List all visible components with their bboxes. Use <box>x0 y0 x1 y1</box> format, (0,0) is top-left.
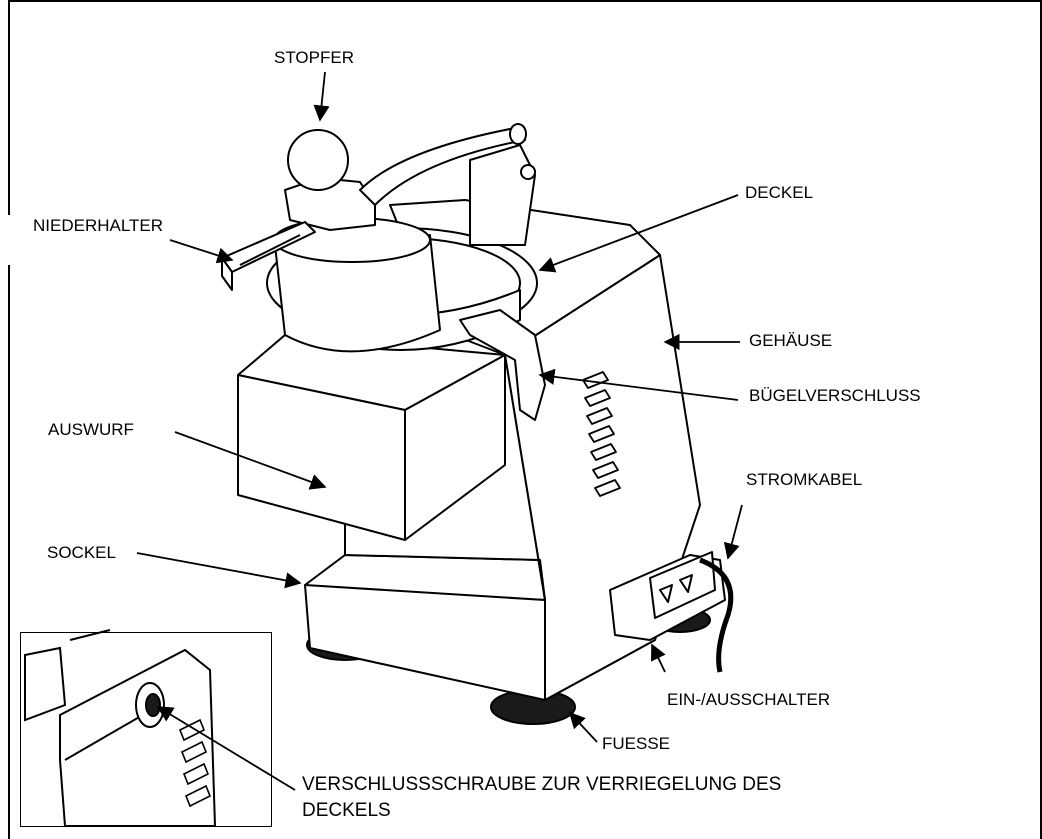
label-verschlussschraube-line1: VERSCHLUSSSCHRAUBE ZUR VERRIEGELUNG DES <box>302 774 782 795</box>
label-stromkabel: STROMKABEL <box>746 470 863 489</box>
switch-button-off <box>679 574 693 593</box>
switch-button-on <box>659 584 673 603</box>
inset-rim <box>69 629 111 641</box>
label-gehaeuse: GEHÄUSE <box>749 331 833 350</box>
hold-down-end <box>221 257 233 291</box>
vent-slots <box>582 371 621 497</box>
label-auswurf: AUSWURF <box>48 420 134 439</box>
inset-frame <box>20 632 272 827</box>
hinge-pin <box>520 164 536 180</box>
arrow-niederhalter <box>169 239 234 264</box>
label-buegelverschluss: BÜGELVERSCHLUSS <box>749 386 921 405</box>
diagram-frame <box>8 0 1042 839</box>
leader-lines <box>136 71 743 791</box>
hinge-bracket <box>469 144 536 246</box>
arrow-deckel <box>538 194 739 273</box>
chute-side <box>404 354 506 541</box>
label-verschlussschraube-line2: DECKELS <box>302 800 391 821</box>
arrow-buegelverschluss <box>538 368 739 401</box>
arrow-sockel <box>136 552 302 589</box>
machine-body <box>221 123 734 725</box>
feed-tube <box>274 234 441 353</box>
clamp-latch <box>459 309 546 421</box>
label-stopfer: STOPFER <box>274 48 354 67</box>
arrow-ein-ausschalter <box>651 643 666 673</box>
hold-down-slot <box>239 234 301 266</box>
inset-vents <box>178 718 212 808</box>
frame-gap <box>0 215 12 265</box>
label-sockel: SOCKEL <box>47 543 116 562</box>
arrow-fuesse <box>568 711 598 743</box>
arrow-stromkabel <box>723 504 743 560</box>
label-ein-ausschalter: EIN-/AUSSCHALTER <box>667 690 831 709</box>
lever-end <box>509 123 527 145</box>
label-fuesse: FUESSE <box>602 734 671 753</box>
base-front <box>304 584 546 701</box>
inset-chute <box>24 646 67 722</box>
pusher-knob <box>287 129 349 191</box>
label-deckel: DECKEL <box>745 183 814 202</box>
label-niederhalter: NIEDERHALTER <box>33 216 164 235</box>
arrow-stopfer <box>313 71 330 122</box>
power-cord <box>699 557 734 673</box>
arrow-verschlussschraube <box>156 706 296 791</box>
arrow-auswurf <box>174 431 327 490</box>
